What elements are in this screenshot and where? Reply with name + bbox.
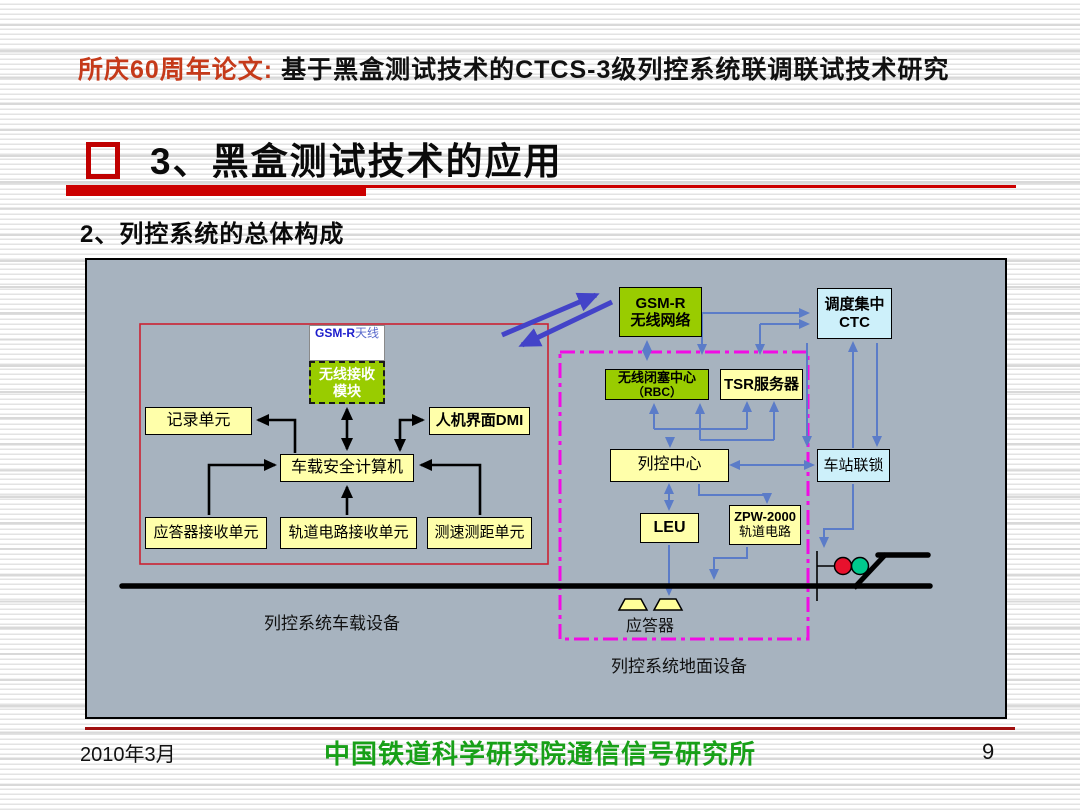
footer-date: 2010年3月: [80, 744, 176, 766]
balise-shapes: [617, 598, 684, 611]
section-title: 3、黑盒测试技术的应用: [150, 141, 563, 182]
header-prefix: 所庆60周年论文:: [78, 56, 274, 84]
box-rbc: 无线闭塞中心 （RBC）: [605, 369, 709, 400]
box-balise-receiver: 应答器接收单元: [145, 517, 267, 549]
radio-link-arrows: [501, 292, 614, 348]
box-station-interlocking: 车站联锁: [817, 449, 890, 482]
box-zpw-track-circuit: ZPW-2000 轨道电路: [729, 505, 801, 545]
box-vital-computer: 车载安全计算机: [280, 454, 414, 482]
trackside-signal: [816, 551, 870, 601]
label-ground-equipment: 列控系统地面设备: [611, 657, 747, 676]
box-train-control-center: 列控中心: [610, 449, 729, 482]
box-ctc: 调度集中 CTC: [817, 288, 892, 339]
box-leu: LEU: [640, 513, 699, 543]
header-title: 基于黑盒测试技术的CTCS-3级列控系统联调联试技术研究: [273, 56, 950, 84]
signal-green-light: [850, 556, 870, 576]
box-radio-module: 无线接收 模块: [309, 361, 385, 404]
railway-track: [119, 552, 933, 590]
box-speed-unit: 测速测距单元: [427, 517, 532, 549]
title-underline-thin: [66, 185, 1016, 188]
slide-header: 所庆60周年论文: 基于黑盒测试技术的CTCS-3级列控系统联调联试技术研究: [78, 50, 949, 86]
box-gsmr-antenna: GSM-R天线: [309, 325, 385, 361]
signal-red-light: [833, 556, 853, 576]
box-tsr-server: TSR服务器: [720, 369, 803, 400]
label-onboard-equipment: 列控系统车载设备: [264, 614, 400, 633]
label-balise: 应答器: [625, 618, 674, 635]
onboard-boundary: [139, 323, 549, 565]
ground-boundary: [558, 350, 810, 641]
section-bullet-square: [86, 142, 120, 179]
title-underline-thick: [66, 185, 366, 196]
diagram-subtitle: 2、列控系统的总体构成: [80, 221, 345, 248]
box-record-unit: 记录单元: [145, 407, 252, 435]
box-track-receiver: 轨道电路接收单元: [280, 517, 417, 549]
box-dmi: 人机界面DMI: [429, 407, 530, 435]
antenna-label: GSM-R天线: [314, 326, 379, 340]
diagram-connectors: [119, 292, 933, 641]
system-diagram-panel: GSM-R 无线网络 调度集中 CTC GSM-R天线 无线接收 模块 记录单元…: [85, 258, 1007, 719]
footer-rule: [85, 727, 1015, 730]
footer-page-number: 9: [982, 739, 995, 764]
blue-links: [642, 308, 882, 596]
footer-institute: 中国铁道科学研究院通信信号研究所: [323, 739, 757, 769]
box-gsmr-network: GSM-R 无线网络: [619, 287, 702, 337]
